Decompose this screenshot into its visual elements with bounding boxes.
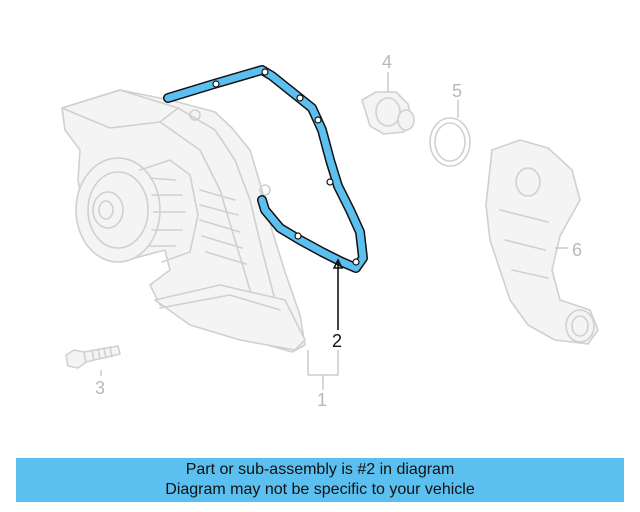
callout-3: 3 [95, 378, 105, 398]
arrow-icon [332, 258, 344, 269]
bolt [65, 345, 121, 376]
water-pump-housing [61, 89, 306, 353]
callout-1: 1 [317, 390, 327, 410]
thermostat [361, 72, 415, 135]
callout-2: 2 [332, 331, 342, 351]
banner-line-part-number: Part or sub-assembly is #2 in diagram [185, 461, 455, 478]
leader-line-part-1 [307, 350, 339, 390]
gasket-highlight [163, 65, 368, 273]
seal-ring [429, 100, 471, 167]
callout-5: 5 [452, 81, 462, 101]
info-banner: Part or sub-assembly is #2 in diagram Di… [16, 458, 624, 502]
banner-line-disclaimer: Diagram may not be specific to your vehi… [165, 481, 475, 498]
callout-4: 4 [382, 52, 392, 72]
parts-diagram: 1 2 3 4 5 6 [61, 52, 599, 410]
bracket [485, 139, 599, 345]
callout-6: 6 [572, 240, 582, 260]
